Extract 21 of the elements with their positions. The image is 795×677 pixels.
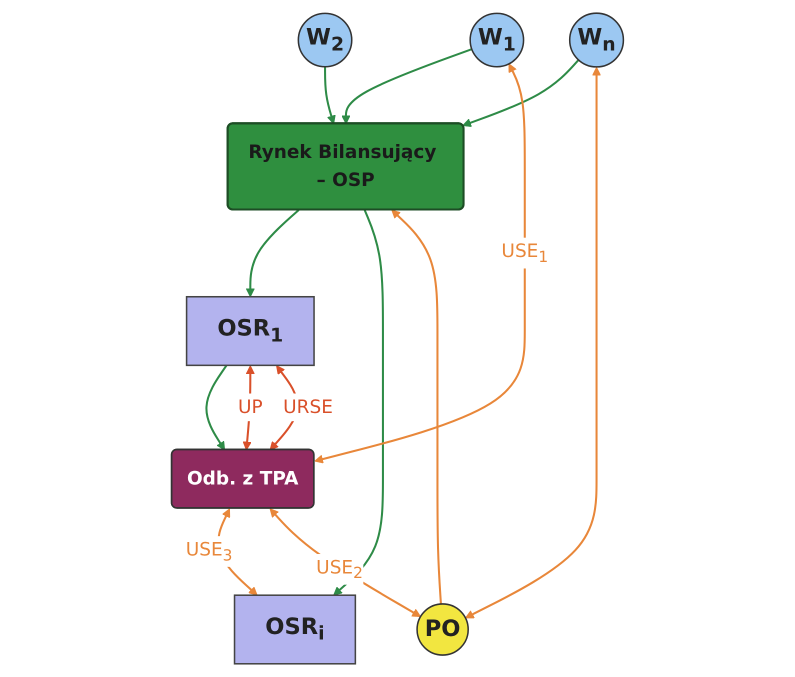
edge-label: URSE xyxy=(283,396,333,418)
arrow xyxy=(205,364,228,450)
edge-label: USE$_{1}$ xyxy=(501,240,548,266)
edge-label: USE$_{2}$ xyxy=(316,557,363,582)
node-circle: W$_{2}$ xyxy=(298,12,353,68)
edge-label: UP xyxy=(238,396,263,418)
node-circle: PO xyxy=(416,603,469,656)
arrow xyxy=(391,210,442,604)
arrow xyxy=(246,209,300,298)
node-box: OSR$_{1}$ xyxy=(186,296,315,366)
node-circle: W$_{1}$ xyxy=(469,12,524,68)
arrow xyxy=(270,508,421,618)
arrow xyxy=(333,210,384,596)
arrow xyxy=(465,66,602,618)
arrow xyxy=(324,66,336,124)
edge-label: USE$_{3}$ xyxy=(186,539,232,564)
arrow xyxy=(462,59,580,128)
node-box: OSR$_{i}$ xyxy=(234,594,356,665)
arrow xyxy=(314,63,526,464)
arrow xyxy=(341,48,472,124)
node-circle: W$_{n}$ xyxy=(568,12,624,68)
